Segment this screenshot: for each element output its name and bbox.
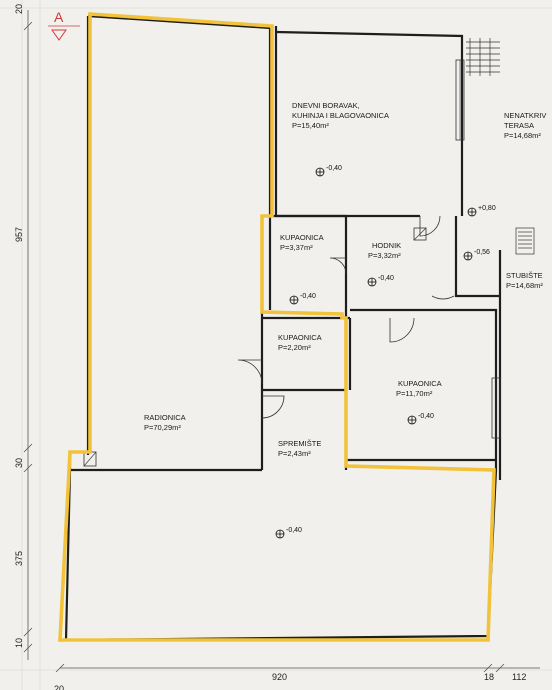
room-hodnik-area: P=3,32m²	[368, 251, 401, 260]
room-terasa-name-1: NENATKRIV	[504, 111, 546, 120]
stairs-right	[515, 227, 535, 255]
walls	[64, 14, 502, 642]
room-terasa-elevation: +0,80	[478, 205, 496, 212]
room-stubiste-area: P=14,68m²	[506, 281, 543, 290]
dim-bottom-920: 920	[272, 672, 287, 682]
room-spremiste-name: SPREMIŠTE	[278, 439, 321, 448]
room-spremiste-area: P=2,43m²	[278, 449, 311, 458]
dim-bottom-18: 18	[484, 672, 494, 682]
dim-left-375: 375	[14, 551, 24, 566]
dim-bottom-112: 112	[512, 672, 526, 682]
room-radionica-area: P=70,29m²	[144, 423, 181, 432]
room-hodnik-name: HODNIK	[372, 241, 401, 250]
room-kupaonica-b-name: KUPAONICA	[278, 333, 322, 342]
dim-left-10: 10	[14, 638, 24, 648]
room-kupaonica-a-name: KUPAONICA	[280, 233, 324, 242]
room-radionica-elevation: -0,40	[286, 527, 302, 534]
room-dnevni-elevation: -0,40	[326, 165, 342, 172]
elevation-markers	[275, 167, 477, 539]
room-terasa-area: P=14,68m²	[504, 131, 541, 140]
room-kupaonica-c-elevation: -0,40	[418, 413, 434, 420]
highlight-outline	[58, 12, 496, 642]
doors	[237, 215, 455, 419]
room-kupaonica-a-area: P=3,37m²	[280, 243, 313, 252]
room-kupaonica-c-area: P=11,70m²	[396, 389, 433, 398]
room-dnevni-area: P=15,40m²	[292, 121, 329, 130]
room-stubiste-name: STUBIŠTE	[506, 271, 543, 280]
room-terasa-name-2: TERASA	[504, 121, 534, 130]
dim-left-957: 957	[14, 227, 24, 242]
room-kupaonica-c-name: KUPAONICA	[398, 379, 442, 388]
window-living	[455, 59, 465, 141]
bottom-dimension-line	[55, 663, 540, 673]
fixtures	[83, 227, 427, 467]
room-dnevni-name-1: DNEVNI BORAVAK,	[292, 101, 360, 110]
room-radionica-name: RADIONICA	[144, 413, 186, 422]
room-dnevni-name-2: KUHINJA I BLAGOVAONICA	[292, 111, 389, 120]
room-kupaonica-a-elevation: -0,40	[300, 293, 316, 300]
room-hodnik-elevation: -0,40	[378, 275, 394, 282]
dim-bottom-left: 20	[54, 684, 64, 690]
room-kupaonica-b-area: P=2,20m²	[278, 343, 311, 352]
dim-left-20: 20	[14, 4, 24, 14]
section-mark	[48, 25, 80, 41]
left-dimension-line	[23, 10, 33, 660]
stairs-top	[466, 38, 500, 76]
section-mark-letter: A	[54, 9, 64, 25]
window-kupaonica	[491, 377, 501, 439]
room-stubiste-elevation: -0,56	[474, 249, 490, 256]
dim-left-30: 30	[14, 458, 24, 468]
